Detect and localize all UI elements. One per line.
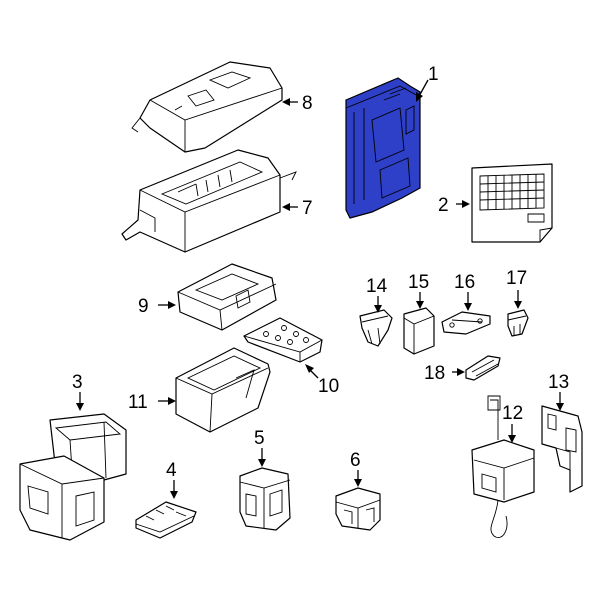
arrow-13	[556, 403, 564, 411]
part-7-housing[interactable]	[121, 149, 297, 253]
callout-9: 9	[138, 296, 149, 317]
callout-17: 17	[506, 268, 527, 289]
part-10-terminal-plate[interactable]	[243, 317, 323, 363]
arrow-9	[168, 301, 176, 309]
part-11-lower-tray[interactable]	[175, 347, 271, 433]
part-12-fuse-lead[interactable]	[471, 395, 535, 538]
arrow-14	[374, 305, 382, 313]
callout-2: 2	[438, 195, 449, 216]
arrow-10	[305, 364, 314, 373]
callout-15: 15	[408, 272, 429, 293]
arrow-17	[514, 301, 522, 309]
arrow-2	[462, 200, 470, 208]
part-2-label-card[interactable]	[471, 163, 553, 243]
arrow-6	[354, 479, 362, 487]
arrow-7	[282, 203, 290, 211]
part-9-carrier-frame[interactable]	[177, 263, 277, 331]
part-17-blade-fuse[interactable]	[507, 309, 529, 337]
arrow-4	[170, 491, 178, 499]
callout-6: 6	[350, 450, 361, 471]
callout-14: 14	[366, 276, 388, 297]
arrow-15	[416, 301, 424, 309]
callout-18: 18	[424, 363, 445, 384]
callout-12: 12	[502, 403, 523, 424]
arrow-11	[168, 397, 176, 405]
part-13-mounting-bracket[interactable]	[541, 405, 583, 493]
part-14-mini-fuse[interactable]	[359, 309, 393, 347]
part-15-relay[interactable]	[403, 307, 435, 355]
callout-7: 7	[302, 198, 313, 219]
arrow-1	[416, 92, 423, 102]
callout-1: 1	[428, 64, 439, 85]
part-4-connector-clip[interactable]	[135, 501, 197, 539]
part-1-control-module[interactable]	[345, 77, 421, 219]
callout-3: 3	[72, 372, 83, 393]
arrow-5	[258, 459, 266, 467]
arrow-18	[457, 368, 465, 376]
part-16-strip-fuse[interactable]	[441, 311, 491, 335]
callout-5: 5	[254, 428, 265, 449]
callout-11: 11	[128, 392, 148, 413]
arrow-3	[76, 403, 84, 411]
callout-4: 4	[166, 460, 177, 481]
part-18-fuse-puller[interactable]	[465, 355, 501, 381]
callout-10: 10	[318, 376, 339, 397]
part-8-cover[interactable]	[131, 61, 283, 153]
callout-16: 16	[454, 272, 475, 293]
arrow-8	[282, 98, 290, 106]
callout-13: 13	[548, 372, 569, 393]
arrow-12	[508, 435, 516, 443]
callout-8: 8	[302, 93, 313, 114]
part-6-relay-holder[interactable]	[335, 487, 381, 531]
part-3-bracket[interactable]	[19, 413, 127, 541]
part-5-relay-socket[interactable]	[239, 467, 291, 531]
arrow-16	[464, 303, 472, 311]
